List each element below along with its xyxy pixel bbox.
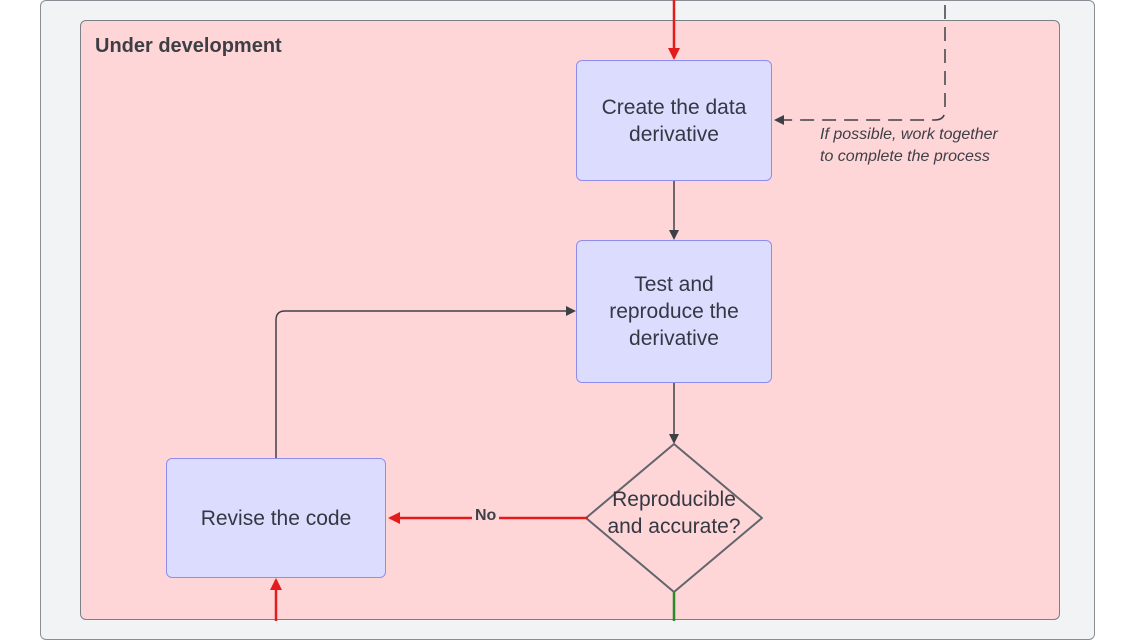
revise-to-test-arrow bbox=[275, 306, 576, 458]
decision-label: Reproducible and accurate? bbox=[588, 486, 760, 540]
node-test-reproduce: Test and reproduce the derivative bbox=[576, 240, 772, 383]
dashed-feedback-arrow bbox=[774, 5, 946, 125]
swimlane-title: Under development bbox=[95, 35, 282, 57]
note-line-2: to complete the process bbox=[820, 148, 990, 165]
edge-label-no: No bbox=[472, 507, 500, 525]
node-create-derivative: Create the data derivative bbox=[576, 60, 772, 181]
decision-label-text: Reproducible and accurate? bbox=[607, 488, 741, 538]
node-revise-code: Revise the code bbox=[166, 458, 386, 578]
note-line-1: If possible, work together bbox=[820, 126, 998, 143]
collaboration-note: If possible, work together to complete t… bbox=[820, 124, 998, 168]
connectors-layer bbox=[270, 0, 946, 621]
